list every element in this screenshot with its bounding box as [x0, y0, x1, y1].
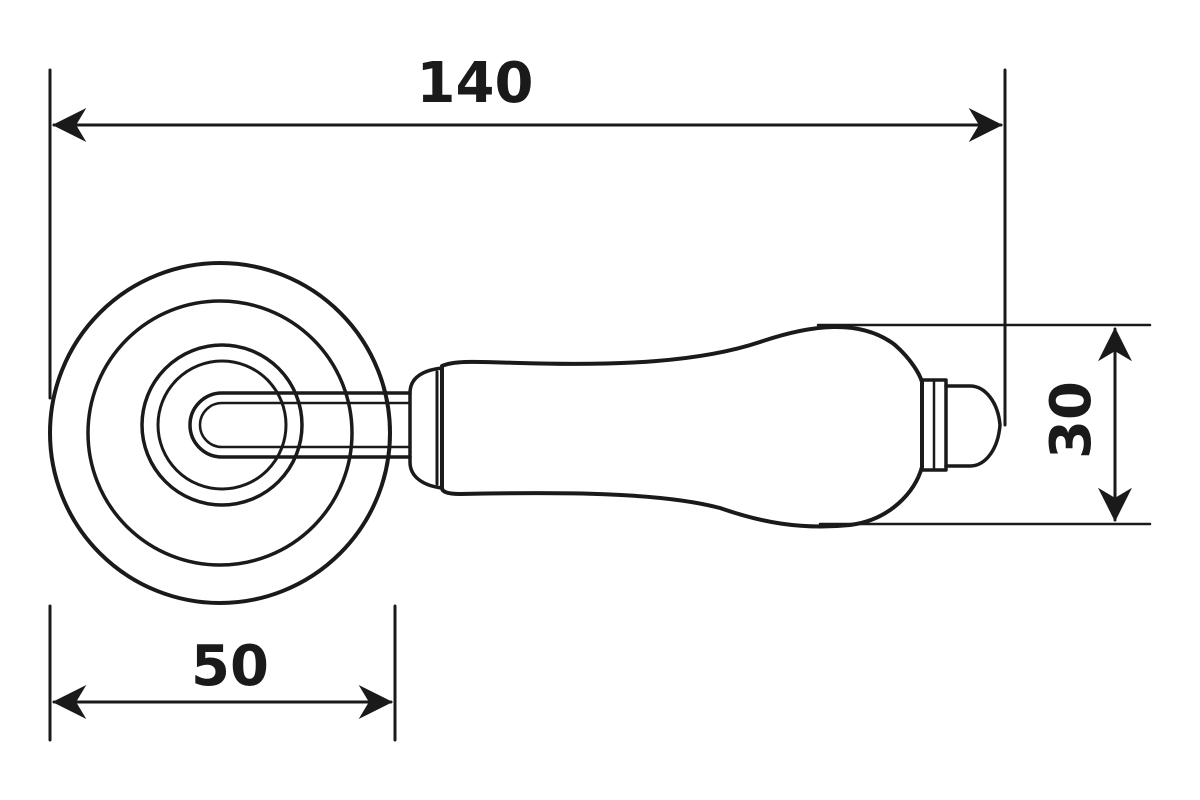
grip-height-label: 30 [1039, 381, 1104, 459]
end-cap-finial [944, 384, 1002, 468]
neck-shaft [188, 391, 412, 459]
handle-grip [435, 324, 924, 529]
handle-end-cap [920, 378, 1002, 472]
rose-middle-ring [86, 299, 354, 567]
grip-height-dimension: 30 [816, 323, 1152, 526]
rose-boss-inner [156, 359, 288, 491]
rose-diameter-label: 50 [191, 634, 269, 699]
overall-length-dimension: 140 [48, 51, 1007, 427]
rose-escutcheon [48, 261, 392, 605]
rose-outer-ring [48, 261, 392, 605]
overall-length-label: 140 [417, 51, 534, 116]
grip-body [440, 324, 924, 529]
rose-boss-outer [140, 343, 304, 507]
rose-diameter-dimension: 50 [48, 604, 397, 742]
neck-shaft-highlight [198, 401, 412, 449]
handle-neck [188, 391, 412, 459]
end-cap-ring [920, 378, 948, 472]
